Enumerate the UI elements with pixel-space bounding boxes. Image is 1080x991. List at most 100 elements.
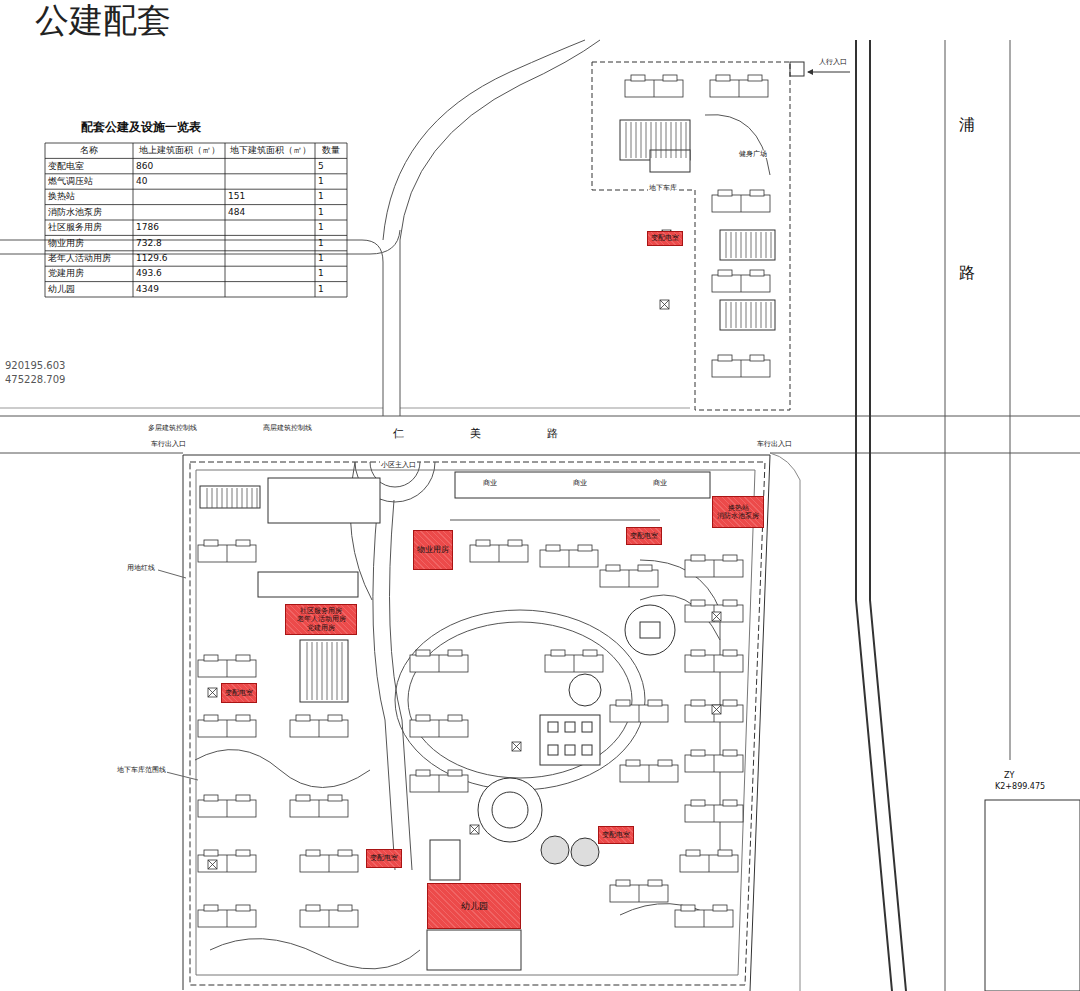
parking-stripe [332,642,333,700]
parking-stripe [257,488,258,508]
table-rule [45,189,347,190]
residential-block [600,570,658,587]
parking-area [720,300,775,330]
road-edge [0,416,1080,417]
block-wing [296,715,310,721]
parking-stripe [317,642,318,700]
clubhouse [268,478,380,523]
parking-stripe [736,302,737,328]
block-wing [723,750,737,756]
playground [427,930,521,970]
block-wing [236,540,250,546]
table-cell: 493.6 [136,267,162,280]
parking-stripe [671,122,672,158]
commercial-building [455,472,710,498]
block-wing [723,555,737,561]
block-wing [546,545,560,551]
entrance-arrow [808,72,850,73]
residential-block [198,910,256,927]
block-wing [691,800,705,806]
parking-stripe [626,122,627,158]
residential-block [712,275,770,292]
road-edge [1010,40,1011,760]
table-cell: 1 [318,267,324,280]
parking-stripe [766,302,767,328]
block-wing [204,795,218,801]
block-wing [648,880,662,886]
vent-cross [208,688,217,697]
residential-block [300,910,358,927]
road-edge [0,240,383,416]
road-name: 路 [958,264,976,282]
vent-cross [208,860,217,869]
block-wing [328,795,342,801]
line-note: 多层建筑控制线 [147,424,198,432]
parking-stripe [731,302,732,328]
table-cell: 151 [228,190,245,203]
parking-stripe [726,302,727,328]
block-wing [204,540,218,546]
plaza-tile [582,722,592,732]
plaza-tile [565,745,575,755]
loop-road [408,622,632,778]
vent-cross [712,705,721,714]
rail-line [870,40,906,991]
table-cell: 老年人活动用房 [48,252,111,265]
facility-box: 变配电室 [221,683,257,703]
block-wing [691,650,705,656]
table-rule [45,143,347,144]
residential-block [410,655,468,672]
vent-symbols [208,230,721,869]
table-cell: 1786 [136,221,159,234]
block-wing [338,850,352,856]
vent-cross [512,742,521,751]
residential-block [685,560,743,577]
block-wing [723,650,737,656]
building-outline [258,572,358,597]
residential-block [410,720,468,737]
landscape-features [200,120,775,970]
block-wing [236,850,250,856]
leader-line [166,772,198,780]
unit-divider [714,560,715,577]
block-wing [236,905,250,911]
plot-edge [183,455,184,990]
block-wing [448,715,462,721]
facility-box: 物业用房 [413,530,453,570]
block-wing [718,850,732,856]
block-wing [416,770,430,776]
block-wing [328,715,342,721]
building-outline [985,800,1080,991]
parking-stripe [736,232,737,258]
vent-cross [208,860,217,869]
unit-divider [574,655,575,672]
unit-divider [329,910,330,927]
road-edge [945,40,946,991]
unit-divider [739,80,740,97]
table-cell: 1 [318,190,324,203]
facility-box: 换热站消防水池泵房 [712,496,764,528]
parking-stripe [651,122,652,158]
residential-block [610,885,668,902]
fountain [478,778,542,842]
path-curve [705,115,770,175]
table-cell: 变配电室 [48,160,84,173]
table-rule [45,173,347,174]
parking-stripe [676,122,677,158]
table-rule [45,204,347,205]
table-cell: 社区服务用房 [48,221,102,234]
table-cell: 党建用房 [48,267,84,280]
parking-stripe [322,642,323,700]
facility-box: 变配电室 [647,231,683,246]
unit-divider [319,800,320,817]
residential-block [540,550,598,567]
plot-edge [183,455,770,991]
parking-stripe [232,488,233,508]
vent-cross [712,612,721,621]
facility-name: 变配电室 [630,532,658,540]
table-rule [315,143,316,297]
block-wing [296,795,310,801]
block-wing [718,190,732,196]
block-wing [236,655,250,661]
block-wing [691,750,705,756]
